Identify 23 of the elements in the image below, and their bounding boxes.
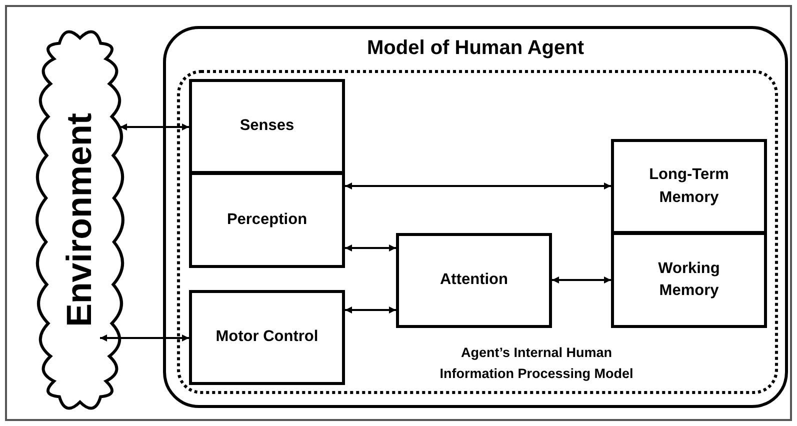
process-box: [396, 233, 552, 328]
process-box: [189, 290, 345, 385]
process-box: [611, 139, 767, 234]
cloud-label: Environment: [60, 113, 100, 327]
process-box: [189, 79, 345, 174]
container-label: Agent’s Internal Human Information Processing Model: [438, 344, 634, 384]
double-arrow: [345, 182, 611, 190]
box-label: Working Memory: [657, 258, 721, 301]
process-box: [189, 172, 345, 268]
box-label: Senses: [238, 116, 296, 136]
double-arrow: [345, 244, 396, 252]
box-label: Long-Term Memory: [648, 165, 730, 208]
container-title: Model of Human Agent: [366, 37, 584, 60]
box-label: Motor Control: [214, 327, 320, 348]
double-arrow: [100, 334, 189, 342]
double-arrow: [120, 124, 189, 130]
double-arrow: [552, 276, 611, 284]
process-box: [611, 232, 767, 328]
dotted-container: [177, 70, 778, 394]
model-container: [163, 26, 788, 408]
double-arrow: [345, 306, 396, 314]
box-label: Perception: [226, 210, 308, 230]
box-label: Attention: [438, 270, 509, 290]
